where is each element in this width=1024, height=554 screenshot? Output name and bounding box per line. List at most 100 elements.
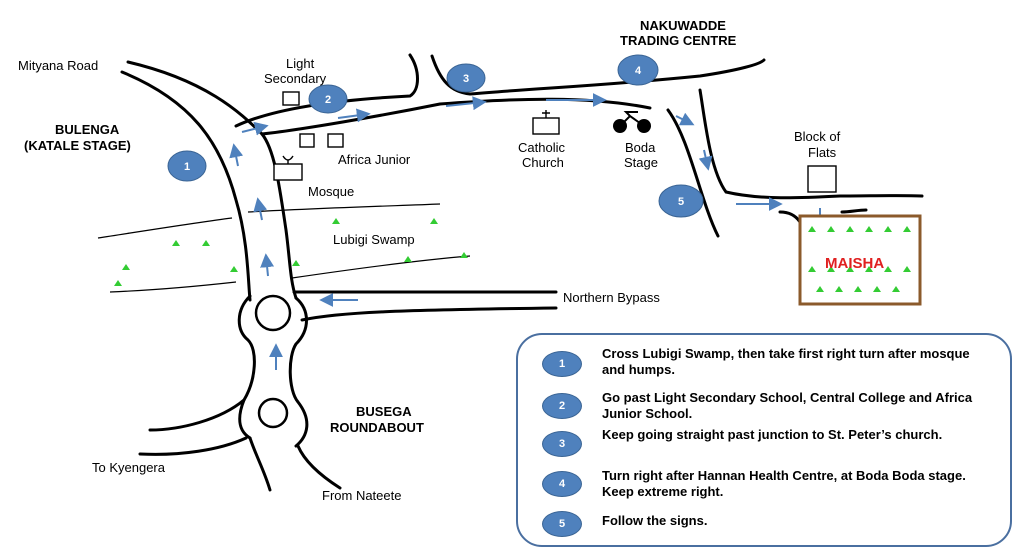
church-cross-icon	[542, 110, 550, 118]
label-bulenga-1: BULENGA	[55, 122, 120, 137]
grass-tuft	[430, 218, 438, 224]
route-arrow-down-2	[698, 149, 713, 171]
label-boda-2: Stage	[624, 155, 658, 170]
label-mityana-road: Mityana Road	[18, 58, 98, 73]
grass-tuft	[884, 266, 892, 272]
step-number-badge: 2	[542, 393, 582, 419]
label-to-kyengera: To Kyengera	[92, 460, 166, 475]
mosque-crescent-icon	[282, 155, 294, 161]
road-to-kyengera	[138, 436, 248, 456]
route-arrow-right-1	[241, 121, 269, 136]
route-arrow-up-2	[260, 253, 275, 277]
maisha-label: MAISHA	[825, 255, 884, 272]
legend-step-3: 3	[542, 423, 582, 457]
route-arrow-right-3	[445, 96, 487, 111]
grass-tuft	[827, 226, 835, 232]
road-maisha-stub-2	[840, 208, 868, 214]
route-marker-4: 4	[617, 54, 659, 86]
road-to-maisha-lower	[666, 108, 720, 238]
label-from-nateete: From Nateete	[322, 488, 401, 503]
route-marker-1: 1	[167, 150, 207, 182]
grass-tuft	[404, 256, 412, 262]
label-light-secondary-2: Secondary	[264, 71, 327, 86]
road-upper-outer	[234, 53, 419, 128]
light-secondary-building	[282, 91, 300, 106]
swamp-edge-bottom	[109, 281, 237, 293]
legend-step-4-text: Turn right after Hannan Health Centre, a…	[602, 468, 966, 499]
svg-text:4: 4	[635, 65, 642, 77]
legend-step-5-text: Follow the signs.	[602, 513, 708, 528]
label-africa-junior: Africa Junior	[338, 152, 411, 167]
label-catholic-1: Catholic	[518, 140, 565, 155]
road-roundabout-right	[288, 296, 309, 448]
label-busega-1: BUSEGA	[356, 404, 412, 419]
swamp-edge-top-left	[97, 217, 233, 239]
grass-tuft	[903, 266, 911, 272]
road-maisha-stub	[778, 210, 802, 224]
grass-tuft	[835, 286, 843, 292]
grass-tuft	[122, 264, 130, 270]
label-busega-2: ROUNDABOUT	[330, 420, 424, 435]
svg-text:3: 3	[463, 73, 469, 85]
grass-tuft	[854, 286, 862, 292]
label-northern-bypass: Northern Bypass	[563, 290, 660, 305]
block-of-flats-building	[807, 165, 837, 193]
grass-tuft	[892, 286, 900, 292]
route-marker-3: 3	[446, 63, 486, 93]
label-boda-1: Boda	[625, 140, 656, 155]
road-roundabout-left	[237, 294, 256, 440]
grass-tuft	[332, 218, 340, 224]
legend-step-4: 4	[542, 463, 582, 497]
college-building-1	[299, 133, 315, 148]
route-marker-5: 5	[658, 184, 704, 218]
bicycle-icon	[613, 111, 651, 133]
svg-text:5: 5	[678, 196, 684, 208]
svg-text:1: 1	[184, 161, 190, 173]
grass-tuft	[816, 286, 824, 292]
label-mosque: Mosque	[308, 184, 354, 199]
road-mityana-inner	[126, 60, 298, 300]
grass-tuft	[202, 240, 210, 246]
road-northern-bypass-bottom	[300, 306, 558, 322]
grass-tuft	[172, 240, 180, 246]
label-catholic-2: Church	[522, 155, 564, 170]
road-to-kyengera-2	[148, 398, 246, 432]
legend-step-3-text: Keep going straight past junction to St.…	[602, 427, 943, 442]
step-number-badge: 3	[542, 431, 582, 457]
grass-tuft	[873, 286, 881, 292]
route-marker-2: 2	[308, 84, 348, 114]
swamp-grass	[114, 218, 468, 286]
grass-tuft	[114, 280, 122, 286]
legend-step-2-text: Go past Light Secondary School, Central …	[602, 390, 973, 421]
svg-text:2: 2	[325, 94, 331, 106]
grass-tuft	[846, 226, 854, 232]
legend-step-1-text: Cross Lubigi Swamp, then take first righ…	[602, 346, 970, 377]
step-number-badge: 4	[542, 471, 582, 497]
busega-roundabout	[257, 397, 289, 429]
step-number-badge: 5	[542, 511, 582, 537]
label-nakuwadde-1: NAKUWADDE	[640, 18, 726, 33]
route-arrow-up-3	[253, 197, 268, 221]
college-building-2	[327, 133, 344, 148]
grass-tuft	[460, 252, 468, 258]
maisha-grass	[808, 226, 911, 292]
step-number-badge: 1	[542, 351, 582, 377]
swamp-edge-top	[247, 203, 441, 213]
church-building	[532, 117, 560, 135]
label-light-secondary-1: Light	[286, 56, 315, 71]
route-arrow-up-4	[229, 143, 244, 167]
road-mityana-outer	[120, 70, 252, 302]
legend-step-5: 5	[542, 503, 582, 537]
grass-tuft	[903, 226, 911, 232]
legend-step-2: 2	[542, 385, 582, 419]
grass-tuft	[808, 226, 816, 232]
label-flats-2: Flats	[808, 145, 837, 160]
label-flats-1: Block of	[794, 129, 841, 144]
grass-tuft	[230, 266, 238, 272]
mosque-building	[273, 163, 303, 181]
grass-tuft	[808, 266, 816, 272]
road-from-nateete-right	[296, 444, 342, 490]
road-from-nateete-left	[248, 436, 272, 492]
label-nakuwadde-2: TRADING CENTRE	[620, 33, 737, 48]
